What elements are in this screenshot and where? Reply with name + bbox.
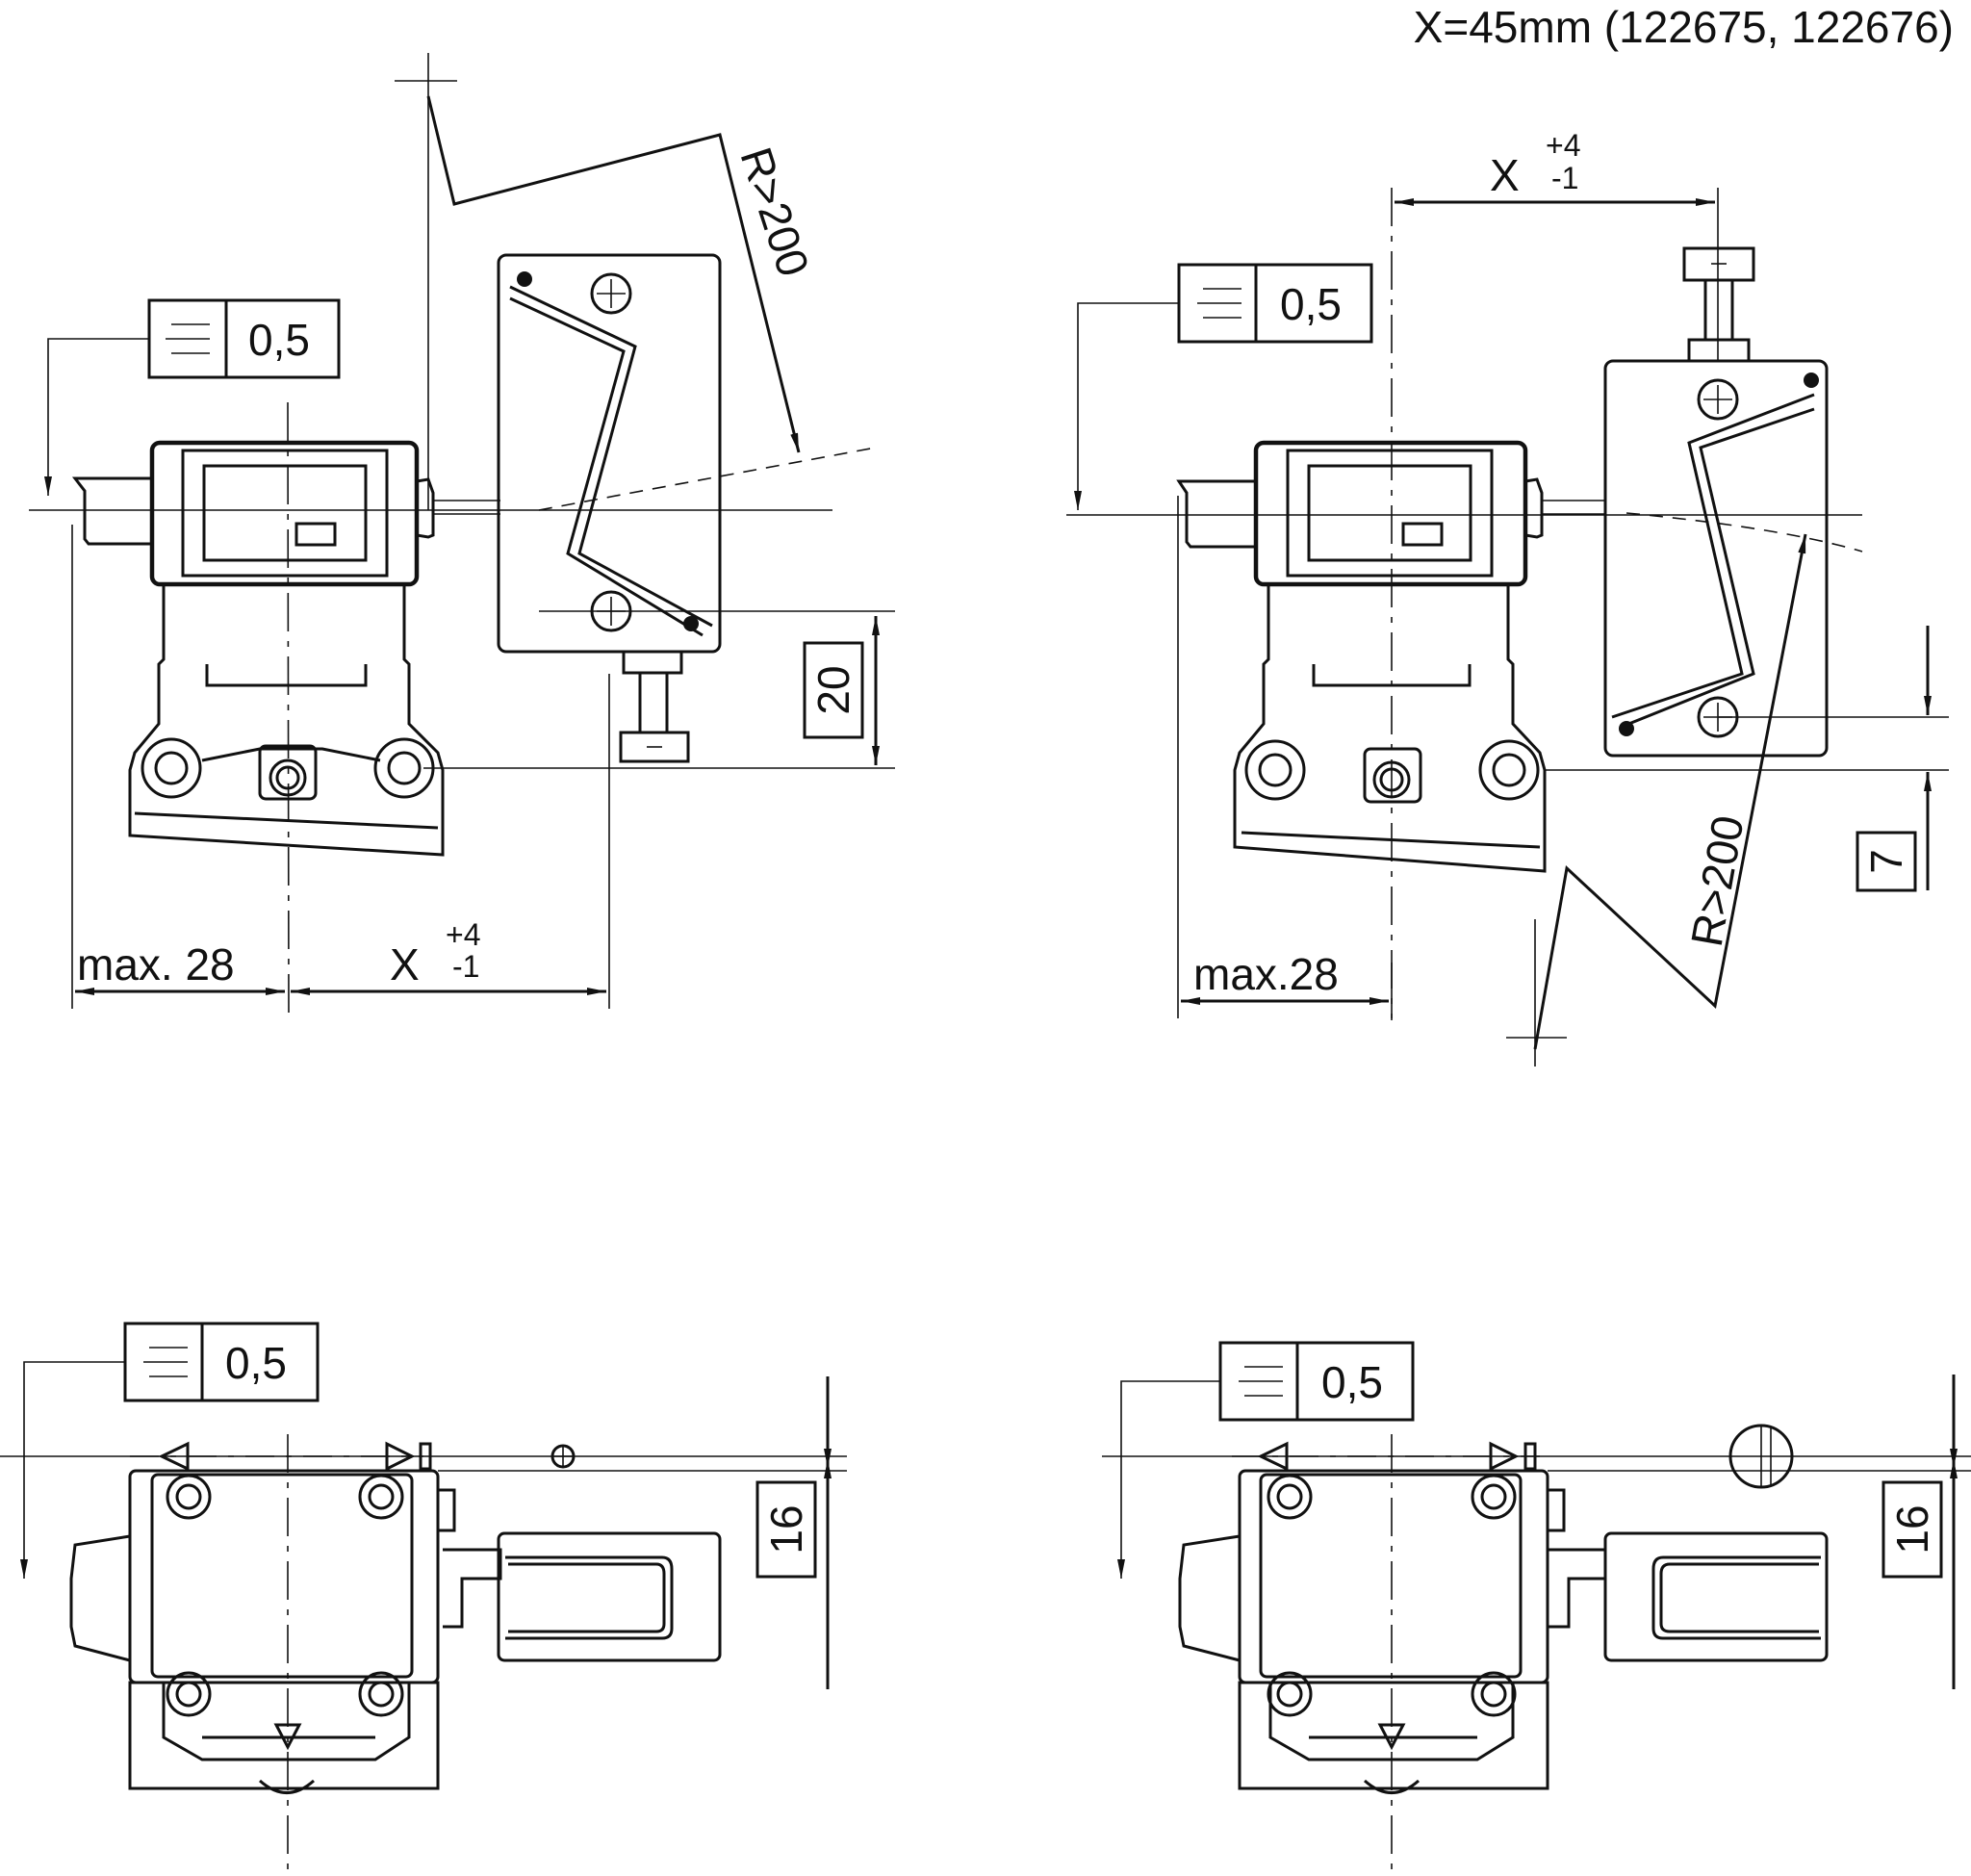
radius-label-1: R>200 <box>730 141 819 282</box>
dim-7: 7 <box>1861 849 1911 874</box>
tol-plus-1: +4 <box>446 917 480 952</box>
tol-minus-2: -1 <box>1551 161 1578 195</box>
view-bottom-left: 0,5 <box>0 1322 847 1876</box>
radius-label-2: R>200 <box>1681 811 1753 950</box>
view-top-right: 0,5 X +4 -1 <box>1066 128 1949 1066</box>
dim-x-2: X <box>1490 150 1520 200</box>
dim-x-1: X <box>390 939 420 989</box>
actuator-box-1 <box>497 253 722 763</box>
flatness-value: 0,5 <box>1280 279 1342 329</box>
tol-plus-2: +4 <box>1546 128 1580 163</box>
flatness-frame-4: 0,5 <box>1117 1341 1415 1579</box>
dim-max28-1: max. 28 <box>77 939 235 989</box>
dim-16-1: 16 <box>761 1504 811 1554</box>
dim-20: 20 <box>808 665 858 714</box>
tol-minus-1: -1 <box>452 949 479 984</box>
dim-max28-2: max.28 <box>1193 949 1339 999</box>
view-top-left: 0,5 <box>29 53 895 1021</box>
safety-switch-top-2 <box>1178 1441 1607 1794</box>
header-note: X=45mm (122675, 122676) <box>1414 2 1954 52</box>
flatness-frame-1: 0,5 <box>44 298 341 496</box>
flatness-frame-2: 0,5 <box>1074 263 1373 510</box>
flatness-frame-3: 0,5 <box>20 1322 320 1579</box>
flatness-value: 0,5 <box>248 315 310 365</box>
actuator-top-2 <box>1603 1424 1829 1662</box>
view-bottom-right: 0,5 <box>1102 1341 1971 1876</box>
dim-16-2: 16 <box>1887 1504 1937 1554</box>
actuator-top-1 <box>497 1444 722 1662</box>
safety-switch-top-1 <box>69 1441 502 1794</box>
actuator-box-2 <box>1603 246 1829 758</box>
safety-switch-head-2 <box>1176 440 1605 873</box>
flatness-value: 0,5 <box>225 1338 287 1388</box>
flatness-icon <box>166 323 210 354</box>
flatness-value: 0,5 <box>1321 1357 1383 1407</box>
